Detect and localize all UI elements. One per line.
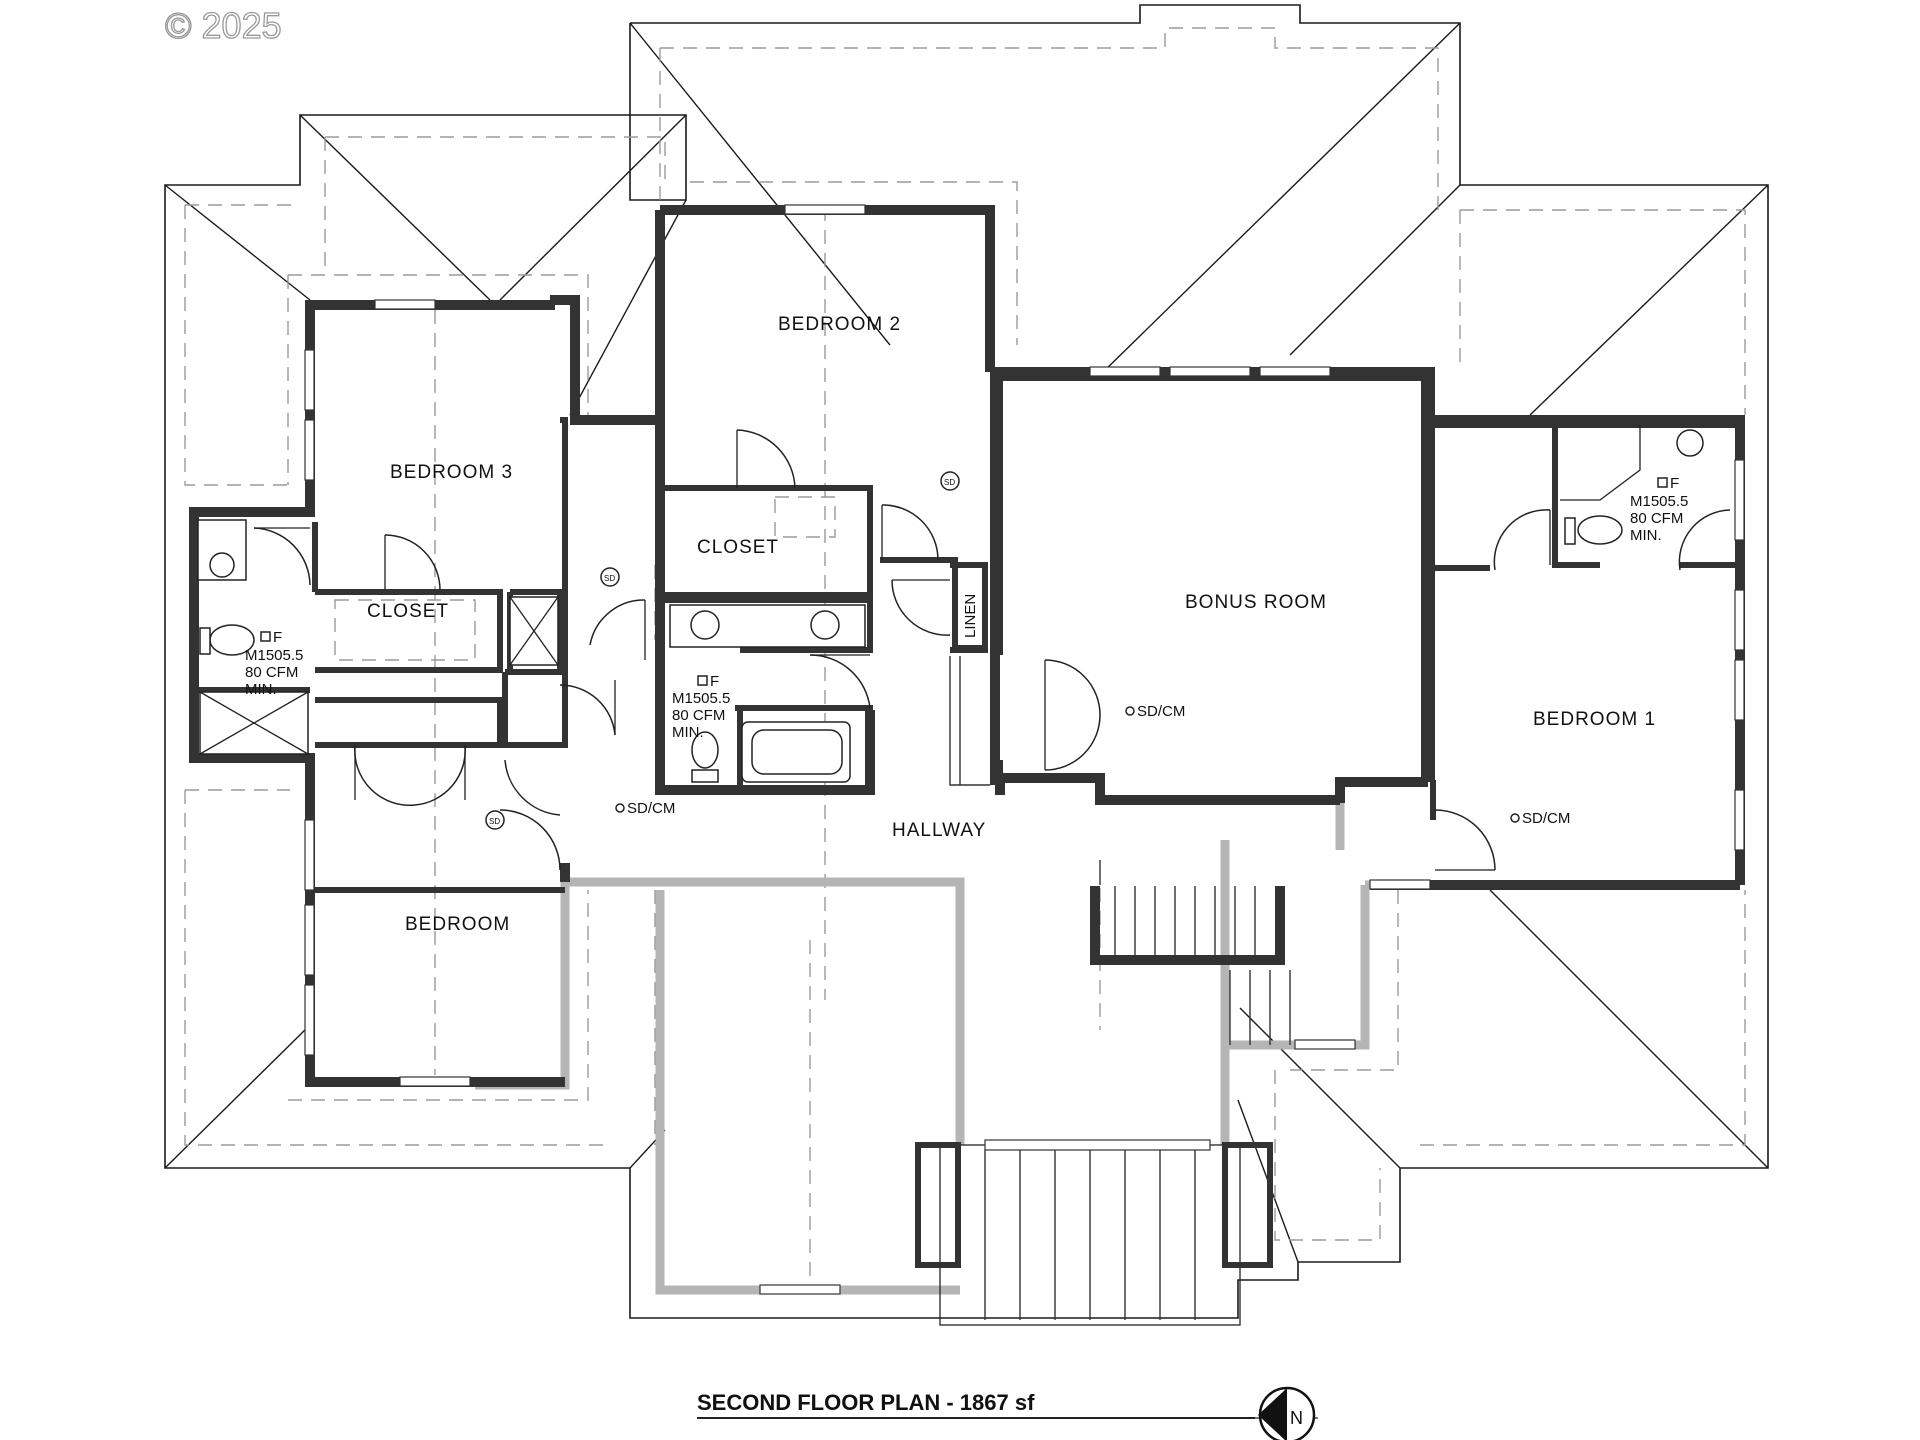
- label-hallway: HALLWAY: [892, 820, 986, 841]
- north-arrow-icon: N: [1258, 1386, 1316, 1440]
- label-bedroom: BEDROOM: [405, 914, 510, 935]
- svg-text:N: N: [1290, 1408, 1303, 1428]
- svg-text:F: F: [1670, 475, 1679, 492]
- svg-text:SD/CM: SD/CM: [1137, 703, 1185, 720]
- fixtures: [197, 425, 1704, 783]
- label-closet-a: CLOSET: [697, 537, 779, 558]
- svg-text:80 CFM: 80 CFM: [1630, 510, 1683, 527]
- svg-text:F: F: [710, 673, 719, 690]
- grey-walls: [475, 800, 1370, 1295]
- svg-text:SD/CM: SD/CM: [1522, 810, 1570, 827]
- svg-text:M1505.5: M1505.5: [672, 690, 730, 707]
- hall-stair-treads: [1099, 860, 1291, 1045]
- entry-stair-treads: [939, 1139, 1241, 1326]
- svg-text:SD: SD: [489, 817, 500, 826]
- label-bonus-room: BONUS ROOM: [1185, 592, 1327, 613]
- bath-fan-notes: F M1505.5 80 CFM MIN. F M1505.5 80 CFM M…: [245, 475, 1688, 741]
- stairs: [915, 656, 1291, 1326]
- label-closet-b: CLOSET: [367, 601, 449, 622]
- svg-text:SD: SD: [604, 574, 615, 583]
- svg-text:M1505.5: M1505.5: [1630, 493, 1688, 510]
- smoke-co-detector-icon: SD/CM: [615, 800, 675, 817]
- svg-text:M1505.5: M1505.5: [245, 647, 303, 664]
- fan-note-bedroom-3: F M1505.5 80 CFM MIN.: [245, 629, 303, 698]
- label-bedroom-2: BEDROOM 2: [778, 314, 901, 335]
- doors: [253, 429, 1731, 871]
- smoke-co-detector-icon: SD/CM: [1125, 703, 1185, 720]
- plan-title: SECOND FLOOR PLAN - 1867 sf: [697, 1390, 1035, 1415]
- smoke-detectors: SD SD SD SD/CM SD/CM SD/CM: [485, 471, 1570, 830]
- room-labels: BEDROOM 2 BEDROOM 3 CLOSET CLOSET BONUS …: [367, 314, 1656, 935]
- svg-text:MIN.: MIN.: [245, 681, 277, 698]
- svg-text:SD: SD: [944, 478, 955, 487]
- smoke-detector-icon: SD: [940, 471, 960, 491]
- roof-outline: [164, 4, 1769, 1319]
- title-block: SECOND FLOOR PLAN - 1867 sf N: [697, 1386, 1318, 1440]
- svg-text:F: F: [273, 629, 282, 646]
- svg-text:80 CFM: 80 CFM: [245, 664, 298, 681]
- fan-note-bedroom-2: F M1505.5 80 CFM MIN.: [672, 673, 730, 741]
- exterior-walls: [189, 205, 1745, 1087]
- label-bedroom-3: BEDROOM 3: [390, 462, 513, 483]
- smoke-detector-icon: SD: [600, 567, 620, 587]
- copyright-mark: © 2025: [165, 5, 282, 46]
- label-linen: LINEN: [962, 594, 979, 638]
- svg-text:MIN.: MIN.: [672, 724, 704, 741]
- fan-note-bedroom-1: F M1505.5 80 CFM MIN.: [1630, 475, 1688, 544]
- svg-text:80 CFM: 80 CFM: [672, 707, 725, 724]
- label-bedroom-1: BEDROOM 1: [1533, 709, 1656, 730]
- smoke-detector-icon: SD: [485, 810, 505, 830]
- svg-text:SD/CM: SD/CM: [627, 800, 675, 817]
- svg-text:MIN.: MIN.: [1630, 527, 1662, 544]
- smoke-co-detector-icon: SD/CM: [1510, 810, 1570, 827]
- windows: [304, 204, 1745, 1295]
